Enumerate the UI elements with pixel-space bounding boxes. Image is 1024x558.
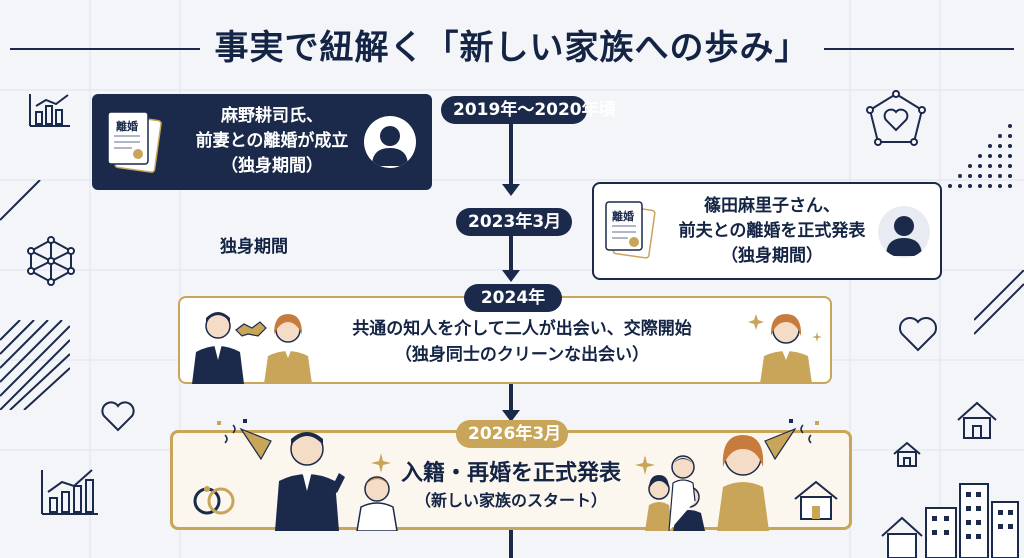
event-line: 前夫との離婚を正式発表 — [678, 221, 866, 241]
rings-icon — [193, 486, 235, 515]
sparkle-icon — [748, 314, 764, 330]
event-line: 前妻との離婚が成立 — [195, 131, 349, 151]
house-icon — [957, 401, 997, 439]
timeline-spine — [509, 124, 513, 186]
event-line: 入籍・再婚を正式発表 — [400, 461, 621, 486]
date-label-2019: 2019年〜2020年頃 — [441, 96, 616, 124]
event-text-block: 入籍・再婚を正式発表 （新しい家族のスタート） — [395, 459, 627, 513]
diagonal-lines-decoration — [0, 320, 70, 410]
event-line: （新しい家族のスタート） — [414, 491, 607, 510]
avatar — [364, 116, 416, 168]
heart-icon — [899, 317, 937, 352]
diagonal-lines-decoration — [974, 270, 1024, 335]
event-card-divorce-shinoda: 離婚 篠田麻里子さん、 前夫との離婚を正式発表 （独身期間） — [592, 182, 942, 280]
timeline-arrow — [502, 410, 520, 422]
event-text-block: 篠田麻里子さん、 前夫との離婚を正式発表 （独身期間） — [662, 194, 882, 269]
date-label-2023: 2023年3月 — [456, 208, 572, 236]
dot-pattern-decoration — [948, 124, 1012, 188]
corner-lines-decoration — [0, 180, 41, 221]
timeline-spine — [509, 236, 513, 272]
date-label-2026: 2026年3月 — [456, 420, 568, 448]
handshake-icon — [235, 321, 267, 337]
divorce-document-label: 離婚 — [612, 210, 634, 223]
timeline-arrow — [502, 184, 520, 196]
event-card-remarriage: 入籍・再婚を正式発表 （新しい家族のスタート） — [170, 419, 852, 531]
title-rule-right — [824, 48, 1014, 50]
event-line: （独身同士のクリーンな出会い） — [394, 345, 650, 365]
mother-children-illustration — [645, 435, 769, 531]
father-child-illustration — [275, 432, 398, 531]
sparkle-icon — [371, 453, 391, 473]
house-icon — [893, 441, 921, 467]
sparkle-icon — [812, 332, 822, 342]
house-icon — [794, 480, 838, 520]
event-line: 麻野耕司氏、 — [221, 106, 323, 126]
network-heart-icon — [866, 90, 926, 146]
event-text-block: 麻野耕司氏、 前妻との離婚が成立 （独身期間） — [162, 104, 382, 179]
couple-illustration — [192, 312, 312, 384]
chart-icon — [41, 469, 98, 515]
heart-icon — [101, 401, 135, 432]
page-title: 事実で紐解く「新しい家族への歩み」 — [214, 28, 810, 68]
person-silhouette-icon — [372, 126, 408, 166]
divorce-document-label: 離婚 — [116, 120, 138, 133]
event-line: （独身期間） — [221, 156, 323, 176]
divorce-document-icon — [107, 111, 162, 173]
person-silhouette-icon — [886, 216, 922, 256]
woman-illustration — [748, 314, 822, 384]
event-line: （独身期間） — [721, 246, 823, 266]
event-text-block: 共通の知人を介して二人が出会い、交際開始 （独身同士のクリーンな出会い） — [318, 316, 726, 368]
sparkle-icon — [635, 455, 655, 475]
building-icon — [925, 483, 1019, 558]
party-popper-icon — [764, 419, 819, 461]
party-popper-icon — [217, 419, 272, 461]
network-icon — [27, 236, 75, 286]
single-period-label: 独身期間 — [220, 237, 288, 257]
event-line: 共通の知人を介して二人が出会い、交際開始 — [352, 319, 692, 339]
event-line: 篠田麻里子さん、 — [704, 196, 840, 216]
building-icon — [881, 516, 923, 558]
timeline-spine — [509, 384, 513, 414]
avatar — [878, 206, 930, 258]
timeline-arrow — [502, 270, 520, 282]
date-label-2024: 2024年 — [464, 284, 562, 312]
chart-icon — [29, 94, 70, 127]
event-card-divorce-asano: 離婚 麻野耕司氏、 前妻との離婚が成立 （独身期間） — [92, 94, 432, 190]
title-rule-left — [10, 48, 200, 50]
divorce-document-icon — [605, 201, 656, 259]
timeline-spine — [509, 530, 513, 558]
